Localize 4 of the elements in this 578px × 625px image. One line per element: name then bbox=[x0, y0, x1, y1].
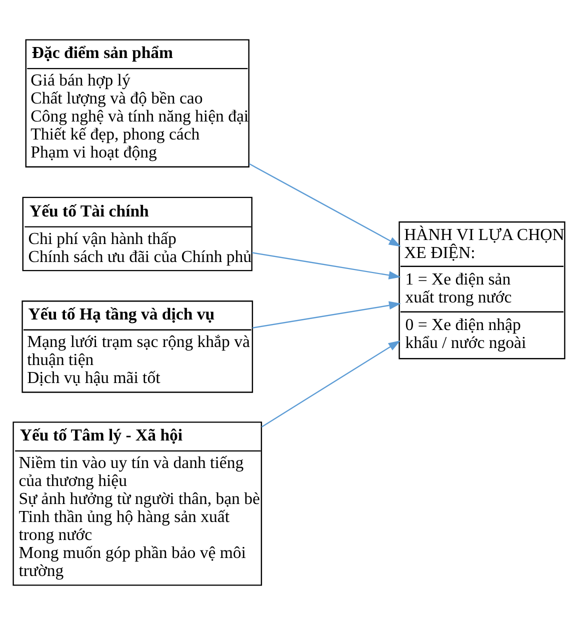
arrow bbox=[252, 252, 401, 280]
arrow bbox=[252, 301, 402, 328]
arrow bbox=[248, 163, 401, 247]
arrow bbox=[261, 340, 400, 428]
